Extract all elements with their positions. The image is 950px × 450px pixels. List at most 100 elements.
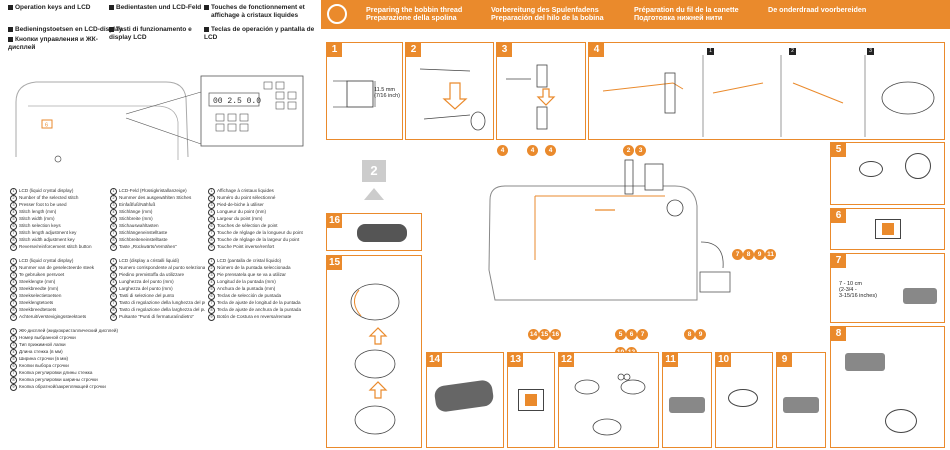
legend-text: Numero corrispondente al punto seleziona… [119, 265, 205, 270]
legend-text: Longitud de la puntada (mm) [217, 279, 276, 284]
step-number: 10 [716, 353, 731, 367]
legend-text: Stitch selection keys [19, 223, 61, 228]
legend-text: Longueur du point (mm) [217, 209, 267, 214]
legend-text: Touche de réglage de la longueur du poin… [217, 230, 303, 235]
legend-number: 2 [208, 195, 215, 202]
legend-number: 8 [208, 237, 215, 244]
measure-label: 11.5 mm(7/16 inch) [374, 87, 400, 99]
legend-number: 9 [10, 384, 17, 391]
legend-number: 9 [110, 314, 117, 321]
step-number: 16 [327, 214, 342, 228]
title-fr-1: Touches de fonctionnement et [211, 4, 305, 11]
legend-number: 8 [10, 377, 17, 384]
legend-number: 1 [110, 188, 117, 195]
callout: 4 [527, 145, 538, 156]
legend-text: ЖК-дисплей (жидкокристаллический дисплей… [19, 328, 119, 333]
legend-number: 2 [10, 335, 17, 342]
legend-text: Tasto di regolazione della lunghezza del… [119, 300, 205, 305]
legend-number: 4 [10, 209, 17, 216]
step-number: 3 [497, 43, 512, 57]
legend-text: Кнопки выбора строчки [19, 363, 69, 368]
step-number: 5 [831, 143, 846, 157]
legend-number: 8 [208, 307, 215, 314]
legend-text: Steekbreedtetoets [19, 307, 57, 312]
legend-number: 6 [208, 293, 215, 300]
foot-controller-illustration [845, 353, 885, 371]
step-panel-14: 14 [426, 352, 504, 448]
legend-text: Stichbreite (mm) [119, 216, 153, 221]
bobbin-illustration [728, 389, 758, 407]
callout: 7 [732, 249, 743, 260]
bobbin-winder-illustration [419, 68, 486, 131]
legend-text: Number of the selected stitch [19, 195, 79, 200]
step-number: 14 [427, 353, 442, 367]
legend-text: Ширина строчки (в мм) [19, 356, 69, 361]
legend-text: Тип прижимной лапки [19, 342, 66, 347]
svg-text:6: 6 [45, 123, 48, 129]
title-en: Operation keys and LCD [15, 4, 91, 11]
legend-number: 2 [10, 195, 17, 202]
sub-callout: 2 [789, 48, 796, 55]
legend-number: 1 [10, 258, 17, 265]
legend-number: 8 [110, 307, 117, 314]
legend-text: Tasto di regolazione della larghezza del… [119, 307, 205, 312]
step-panel-10: 10 [715, 352, 773, 448]
step-panel-7: 7 7 - 10 cm(2-3/4 -3-15/16 inches) [830, 253, 945, 323]
legend-number: 8 [10, 237, 17, 244]
legend-text: Achteruit/verstevigingssteektoets [19, 314, 87, 319]
legend-number: 9 [208, 314, 215, 321]
legend-text: Stitch length adjustment key [19, 230, 77, 235]
legend-text: Tasti di selezione del punto [119, 293, 175, 298]
callout: 16 [550, 329, 561, 340]
legend-number: 2 [10, 265, 17, 272]
legend-text: Anchura de la puntada (mm) [217, 286, 276, 291]
foot-controller-illustration [903, 288, 937, 304]
legend-number: 4 [10, 279, 17, 286]
callout: 8 [684, 329, 695, 340]
spool-pin-illustration [506, 64, 556, 130]
callout: 2 [623, 145, 634, 156]
legend-text: Stitch width adjustment key [19, 237, 75, 242]
legend-number: 1 [208, 188, 215, 195]
foot-controller-illustration [669, 397, 705, 413]
legend-text: Кнопка регулировки длины стежка [19, 370, 93, 375]
step-number: 2 [406, 43, 421, 57]
legend-text: Reverse/reinforcement stitch button [19, 244, 92, 249]
callout: 4 [497, 145, 508, 156]
legend-number: 6 [10, 223, 17, 230]
legend-number: 8 [110, 237, 117, 244]
legend-number: 5 [208, 286, 215, 293]
legend-number: 5 [208, 216, 215, 223]
legend-number: 4 [10, 349, 17, 356]
legend-number: 3 [10, 202, 17, 209]
legend-text: Larghezza del punto (mm) [119, 286, 173, 291]
band-title-ru: Подготовка нижней нити [634, 13, 723, 22]
legend-text: Tecla de ajuste de longitud de la puntad… [217, 300, 301, 305]
legend-text: Piedino premistoffa da utilizzare [119, 272, 185, 277]
bobbin-measure-illustration [333, 80, 376, 108]
thread-guide-illustration [602, 55, 935, 137]
legend-text: Pied-de-biche à utiliser [217, 202, 264, 207]
legend-number: 6 [110, 293, 117, 300]
legend-text: LCD (display a cristalli liquidi) [119, 258, 179, 263]
callout: 3 [635, 145, 646, 156]
band-title-nl: De onderdraad voorbereiden [768, 5, 867, 14]
step-panel-9: 9 [776, 352, 826, 448]
step-number: 12 [559, 353, 574, 367]
